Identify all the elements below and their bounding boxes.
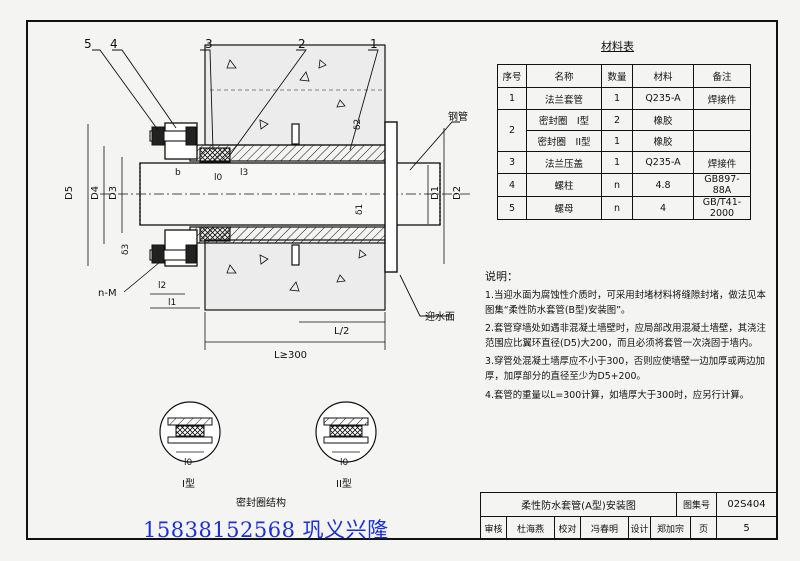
- callout-leaders: [92, 49, 460, 317]
- notes-heading: 说明：: [485, 270, 518, 283]
- design-signature: 郑加宗: [651, 517, 691, 539]
- detail-label-I: I型: [182, 477, 195, 490]
- dim-L-half: L/2: [334, 326, 349, 337]
- contact-text: 15838152568 巩义兴隆: [143, 518, 389, 542]
- steel-pipe: [100, 162, 470, 226]
- materials-table: 序号 名称 数量 材料 备注 1 法兰套管 1 Q235-A 焊接件 2 密封圈…: [497, 64, 751, 220]
- header-name: 名称: [526, 64, 602, 88]
- note-item: 4.套管的重量以L=300计算，如墙厚大于300时，应另行计算。: [485, 389, 750, 401]
- title-block: 柔性防水套管(A型)安装图 图集号 02S404 审核 杜海燕 校对 冯春明 设…: [480, 492, 777, 539]
- callout-3: 3: [205, 37, 213, 51]
- atlas-number: 02S404: [717, 493, 777, 516]
- water-side-label: 迎水面: [425, 311, 455, 323]
- dim-D4: D4: [90, 186, 101, 200]
- table-row: 密封圈 II型 1 橡胶: [498, 130, 751, 152]
- dim-D1: D1: [430, 186, 441, 200]
- callout-5: 5: [84, 37, 92, 51]
- check-signature: 冯春明: [581, 517, 629, 539]
- dim-L: L≥300: [274, 350, 307, 361]
- atlas-label: 图集号: [677, 493, 717, 516]
- drawing-title: 柔性防水套管(A型)安装图: [481, 493, 677, 516]
- dim-delta2: δ2: [353, 119, 363, 130]
- callout-2: 2: [298, 37, 306, 51]
- notes-section: 说明： 1.当迎水面为腐蚀性介质时，可采用封堵材料将缝隙封堵，做法见本图集“柔性…: [485, 268, 775, 407]
- length-dimensions: [150, 293, 386, 350]
- dim-delta1: δ1: [355, 204, 365, 215]
- materials-title: 材料表: [601, 40, 634, 53]
- drawing-frame: [26, 20, 778, 540]
- steel-pipe-label: 钢管: [448, 110, 468, 123]
- note-item: 3.穿管处混凝土墙厚应不小于300，否则应使墙壁一边加厚或两边加厚，加厚部分的直…: [485, 356, 765, 382]
- table-row: 2 密封圈 I型 2 橡胶: [497, 109, 751, 152]
- callout-4: 4: [110, 37, 118, 51]
- header-material: 材料: [632, 64, 694, 88]
- table-row: 4 螺柱 n 4.8 GB897-88A: [497, 173, 751, 197]
- design-label: 设计: [629, 517, 651, 539]
- callout-1: 1: [370, 37, 378, 51]
- bolt-label: n-M: [98, 288, 117, 299]
- table-row: 3 法兰压盖 1 Q235-A 焊接件: [497, 151, 751, 174]
- dim-l0: l0: [214, 173, 223, 183]
- flange-gland-and-bolts: [149, 122, 198, 267]
- header-note: 备注: [693, 64, 751, 88]
- diameter-dimensions: [87, 124, 445, 266]
- review-label: 审核: [481, 517, 507, 539]
- check-label: 校对: [555, 517, 581, 539]
- dim-l1: l1: [168, 298, 176, 308]
- page-number: 5: [717, 517, 777, 539]
- table-row: 1 法兰套管 1 Q235-A 焊接件: [497, 87, 751, 110]
- seal-rings: [199, 147, 231, 242]
- note-item: 2.套管穿墙处如遇非混凝土墙壁时，应局部改用混凝土墙壁，其浇注范围应比翼环直径(…: [485, 323, 766, 349]
- detail-l0-I: l0: [184, 458, 193, 468]
- dim-delta3: δ3: [121, 244, 131, 255]
- dim-l3: l3: [240, 168, 248, 178]
- note-item: 1.当迎水面为腐蚀性介质时，可采用封堵材料将缝隙封堵，做法见本图集“柔性防水套管…: [485, 290, 766, 316]
- dim-b: b: [175, 168, 181, 178]
- materials-header-row: 序号 名称 数量 材料 备注: [497, 64, 751, 88]
- review-signature: 杜海燕: [507, 517, 555, 539]
- flange-sleeve: [189, 121, 398, 273]
- header-qty: 数量: [601, 64, 633, 88]
- header-no: 序号: [497, 64, 527, 88]
- seal-detail-type-I: [159, 401, 221, 463]
- page-label: 页: [691, 517, 717, 539]
- detail-l0-II: l0: [340, 458, 349, 468]
- seal-detail-type-II: [315, 401, 377, 463]
- dim-D5: D5: [64, 186, 75, 200]
- dim-D2: D2: [452, 186, 463, 200]
- dim-D3: D3: [108, 186, 119, 200]
- detail-label-II: II型: [336, 477, 352, 490]
- dim-l2: l2: [158, 281, 166, 291]
- table-row: 5 螺母 n 4 GB/T41-2000: [497, 196, 751, 220]
- seal-structure-title: 密封圈结构: [236, 498, 286, 509]
